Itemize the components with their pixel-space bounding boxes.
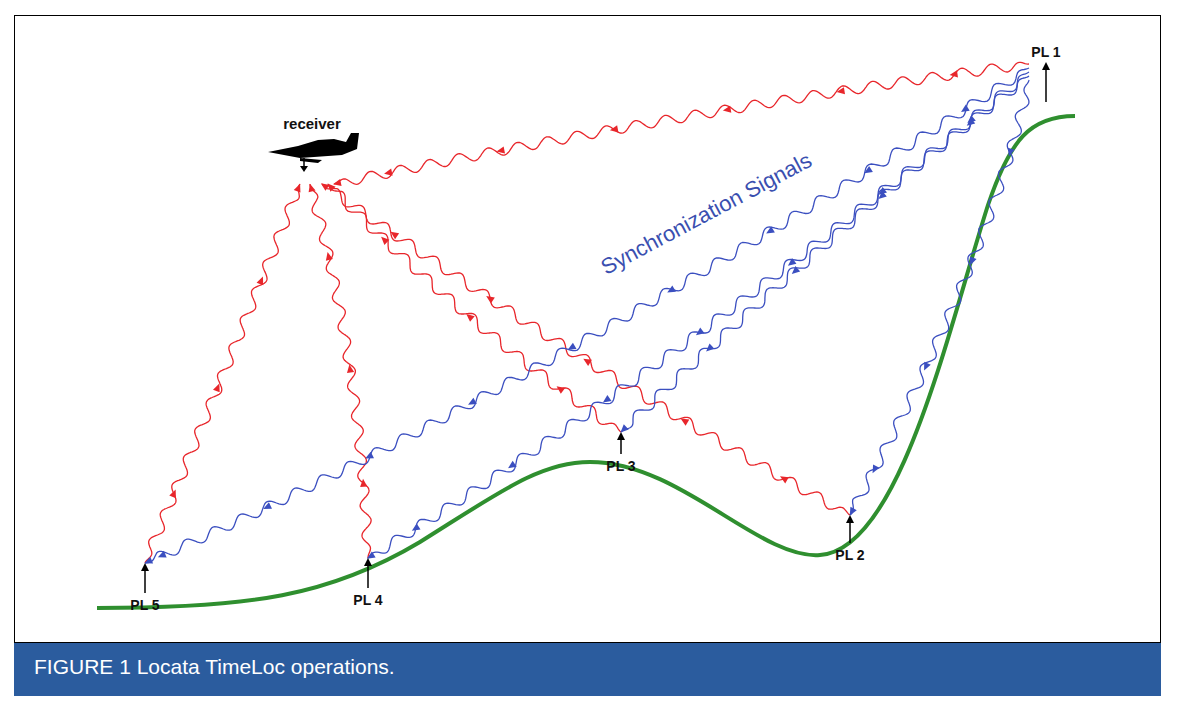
transmitter-label: PL 3 — [604, 458, 638, 474]
jet-silhouette — [268, 133, 359, 158]
antenna-symbol — [604, 432, 638, 454]
transmitter-node: PL 1 — [1029, 44, 1063, 102]
ranging-signal — [145, 184, 300, 563]
ranging-signal — [327, 183, 621, 432]
sync-signal — [367, 72, 1029, 559]
antenna-symbol — [833, 515, 867, 543]
receiver-node: receiver — [262, 116, 362, 184]
transmitter-label: PL 4 — [351, 592, 385, 608]
receiver-label: receiver — [262, 116, 362, 132]
antenna-symbol — [128, 563, 162, 593]
ranging-signal — [321, 183, 850, 515]
transmitter-label: PL 2 — [833, 547, 867, 563]
sync-signal — [850, 80, 1029, 515]
receiver-antenna-head — [300, 166, 308, 172]
figure-caption: FIGURE 1 Locata TimeLoc operations. — [34, 653, 395, 681]
transmitter-label: PL 5 — [128, 597, 162, 613]
transmitter-node: PL 5 — [128, 563, 162, 613]
ranging-signal — [309, 184, 371, 558]
antenna-symbol — [351, 558, 385, 588]
sync-signal — [144, 68, 1029, 563]
ranging-signal — [333, 62, 1029, 186]
transmitter-node: PL 2 — [833, 515, 867, 563]
transmitter-node: PL 3 — [604, 432, 638, 474]
figure-frame — [15, 16, 1161, 643]
transmitter-node: PL 4 — [351, 558, 385, 608]
caption-bar — [14, 643, 1161, 696]
antenna-symbol — [1029, 62, 1063, 102]
transmitter-label: PL 1 — [1029, 44, 1063, 60]
